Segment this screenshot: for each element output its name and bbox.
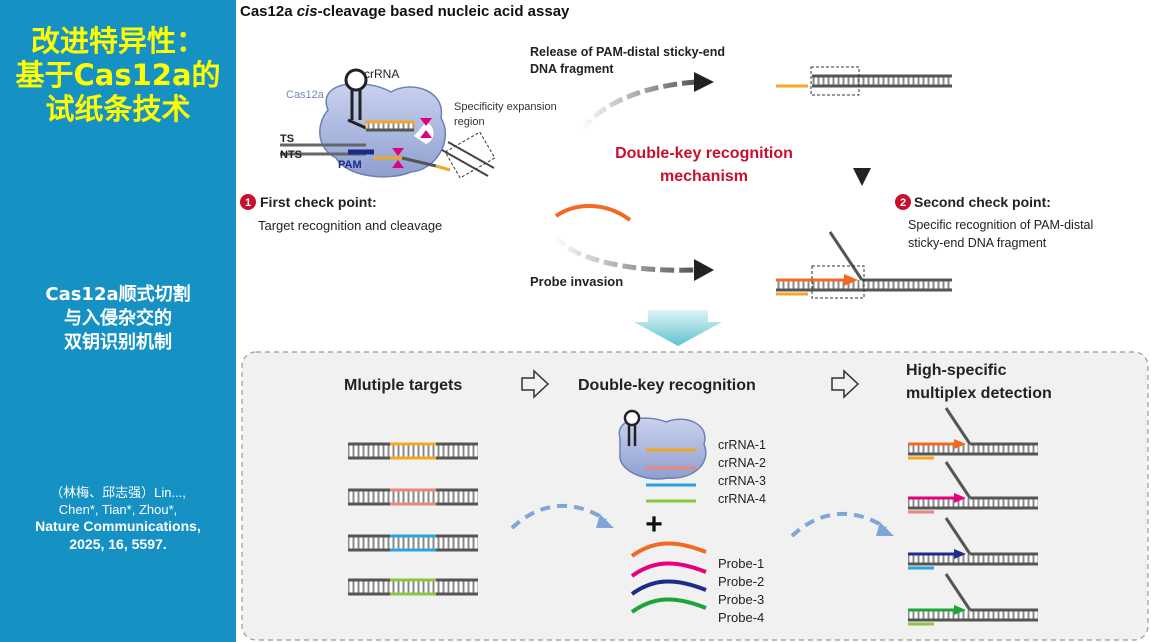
check1-title: First check point:	[260, 194, 377, 210]
down-arrowhead	[853, 168, 871, 186]
diagram-panel: Cas12a cis-cleavage based nucleic acid a…	[236, 0, 1151, 642]
detection-3	[908, 517, 1038, 570]
check2-badge	[895, 194, 911, 210]
released-fragment	[776, 66, 952, 96]
probe-1-label: Probe-1	[718, 556, 764, 571]
check1-desc: Target recognition and cleavage	[258, 218, 442, 233]
plus-sign: +	[645, 508, 663, 541]
invasion-arrow	[552, 234, 695, 273]
probe-2-label: Probe-2	[718, 574, 764, 589]
crrna-2-label: crRNA-2	[718, 456, 766, 470]
invasion-arrowhead	[694, 259, 714, 281]
check1-badge	[240, 194, 256, 210]
step-arrow-1	[521, 369, 550, 399]
flow-arrowhead-right	[876, 522, 894, 536]
diagram-title: Cas12a cis-cleavage based nucleic acid a…	[240, 3, 570, 20]
flow-arrow-left	[510, 503, 608, 530]
spec-region-line-2: region	[454, 116, 485, 128]
high-specific-line-2: multiplex detection	[906, 385, 1052, 402]
nts-label: NTS	[280, 149, 302, 161]
check2-desc-line-1: Specific recognition of PAM-distal	[908, 218, 1093, 232]
check2-title: Second check point:	[914, 194, 1051, 210]
flow-arrow-right	[790, 511, 888, 538]
step-arrow-2	[831, 369, 860, 399]
pam-label: PAM	[338, 159, 362, 171]
crrna-3-label: crRNA-3	[718, 474, 766, 488]
double-key-recognition-label: Double-key recognition	[578, 377, 756, 394]
probe-2-curve	[630, 561, 707, 578]
probe-1-curve	[630, 541, 707, 558]
detection-4	[908, 573, 1038, 626]
release-line-1: Release of PAM-distal sticky-end	[530, 45, 725, 59]
assay-diagram: Cas12a cis-cleavage based nucleic acid a…	[240, 3, 1149, 641]
release-line-2: DNA fragment	[530, 62, 614, 76]
probe-strand	[554, 204, 632, 222]
target-2	[348, 488, 478, 506]
sidebar: 改进特异性： 基于Cas12a的 试纸条技术 Cas12a顺式切割 与入侵杂交的…	[0, 0, 236, 642]
release-arrowhead	[694, 72, 714, 92]
cas12a-label: Cas12a	[286, 89, 325, 101]
citation-volume: 2025, 16, 5597.	[69, 536, 167, 552]
high-specific-line-1: High-specific	[906, 362, 1007, 379]
target-1	[348, 442, 478, 460]
probe-4-curve	[630, 597, 707, 614]
sidebar-title-line-3: 试纸条技术	[45, 92, 191, 126]
target-4	[348, 578, 478, 596]
spec-region-line-1: Specificity expansion	[454, 101, 557, 113]
detection-2	[908, 461, 1038, 514]
check1-number: 1	[245, 197, 251, 209]
sidebar-title-line-1: 改进特异性：	[30, 24, 205, 58]
ts-label: TS	[280, 133, 294, 145]
check2-desc-line-2: sticky-end DNA fragment	[908, 236, 1047, 250]
sidebar-mechanism-line-1: Cas12a顺式切割	[45, 284, 191, 305]
double-key-line-1: Double-key recognition	[615, 145, 793, 162]
detection-1	[908, 407, 1038, 460]
multi-targets-label: Mlutiple targets	[344, 377, 462, 394]
crrna-1-label: crRNA-1	[718, 438, 766, 452]
flow-arrowhead-left	[596, 514, 614, 528]
target-3	[348, 534, 478, 552]
invaded-duplex	[776, 231, 952, 299]
citation-journal: Nature Communications,	[35, 518, 201, 534]
probe-invasion-label: Probe invasion	[530, 274, 623, 289]
sidebar-mechanism-line-3: 双钥识别机制	[64, 332, 172, 353]
check2-number: 2	[900, 197, 906, 209]
citation-line-2: Chen*, Tian*, Zhou*,	[58, 502, 178, 517]
probe-3-curve	[630, 579, 707, 596]
cas12a-multi	[618, 409, 707, 503]
sidebar-title-line-2: 基于Cas12a的	[15, 58, 221, 92]
probe-3-label: Probe-3	[718, 592, 764, 607]
citation-line-1: （林梅、邱志强）Lin...,	[50, 485, 186, 500]
crrna-label: crRNA	[364, 67, 399, 81]
probe-4-label: Probe-4	[718, 610, 764, 625]
big-down-arrow	[634, 310, 722, 346]
double-key-line-2: mechanism	[660, 168, 748, 185]
sidebar-mechanism-line-2: 与入侵杂交的	[64, 308, 172, 329]
crrna-4-label: crRNA-4	[718, 492, 766, 506]
release-arrow	[579, 79, 697, 132]
cas12a-complex-top	[280, 68, 496, 179]
